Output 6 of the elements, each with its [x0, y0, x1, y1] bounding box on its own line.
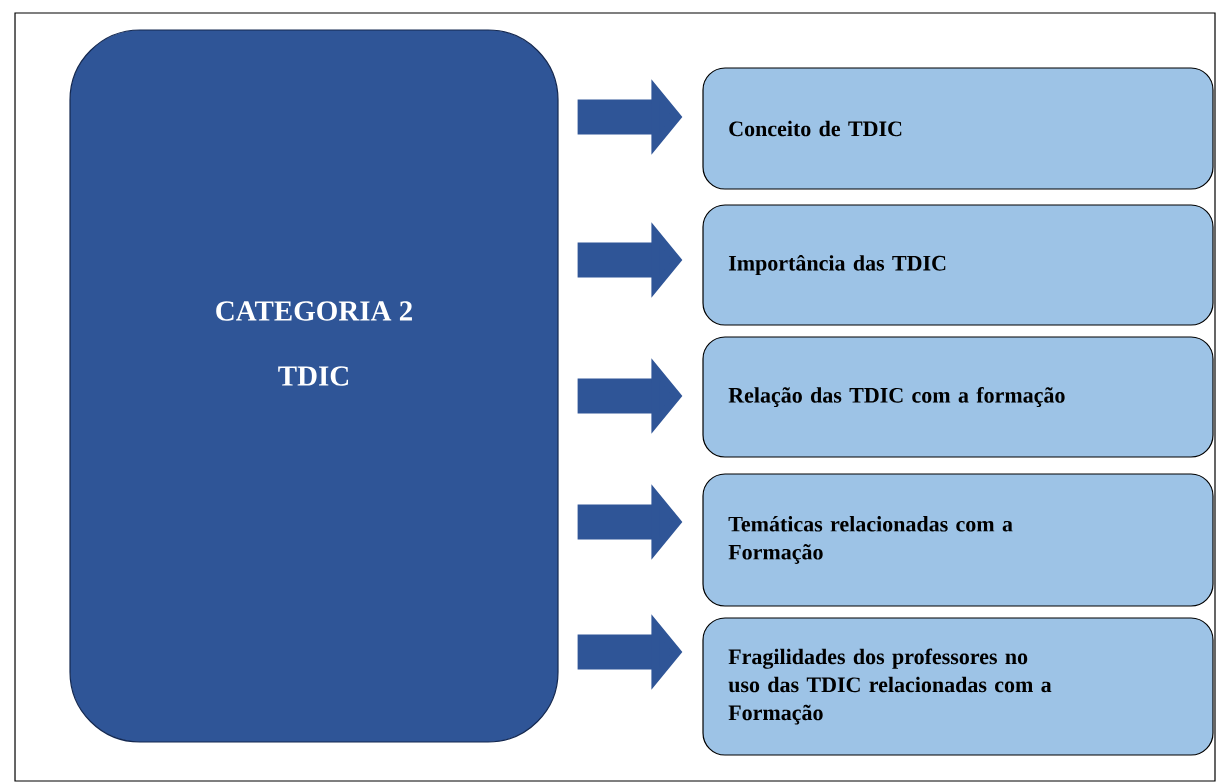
- topic-box: Fragilidades dos professores no uso das TDIC relacionadas com a Formação: [702, 617, 1214, 756]
- topic-box: Conceito de TDIC: [702, 67, 1214, 190]
- topic-box: Temáticas relacionadas com a Formação: [702, 473, 1214, 607]
- category-box: CATEGORIA 2 TDIC: [69, 29, 559, 743]
- topic-box: Importância das TDIC: [702, 204, 1214, 326]
- topic-box: Relação das TDIC com a formação: [702, 336, 1214, 458]
